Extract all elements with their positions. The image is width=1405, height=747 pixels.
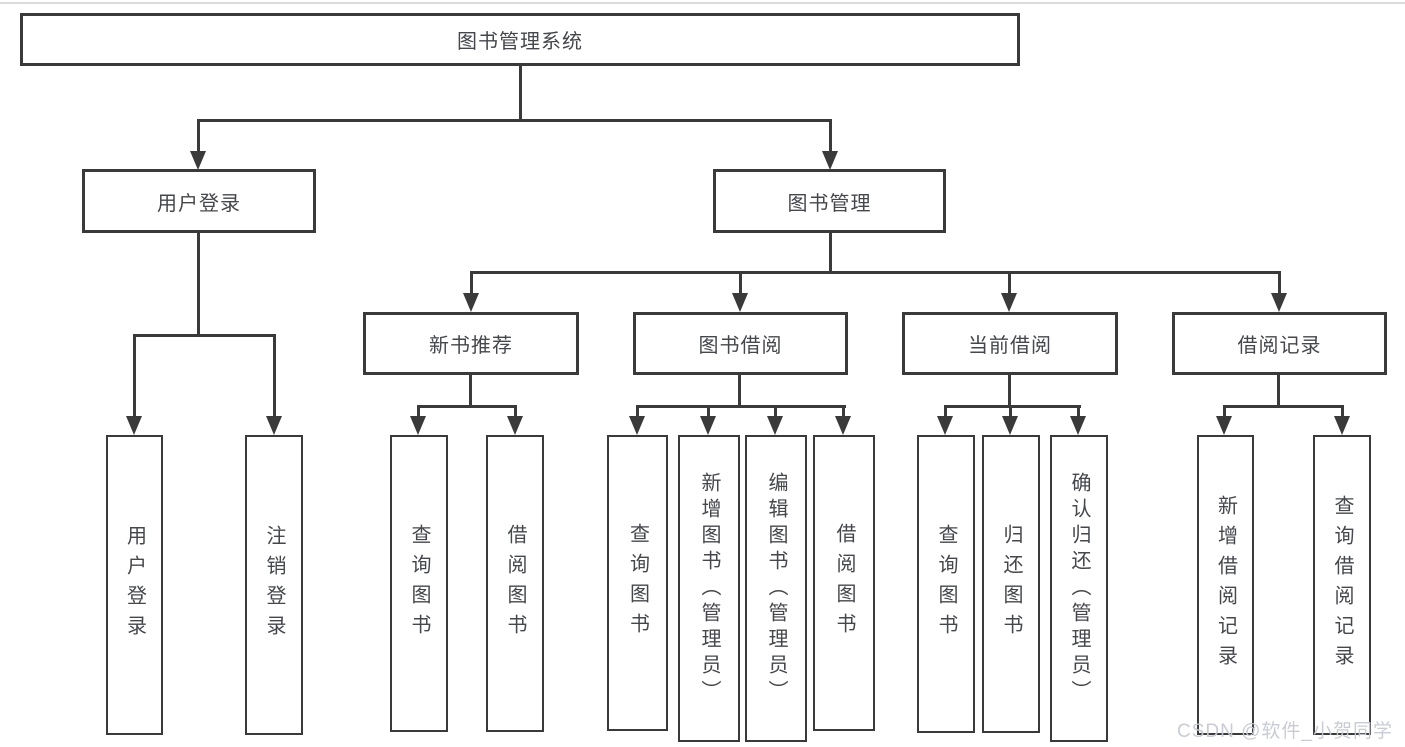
connector-line: [197, 231, 200, 337]
node-new-book-recommend: 新书推荐: [363, 312, 579, 375]
connector-line: [842, 405, 845, 419]
connector-line: [197, 119, 832, 122]
node-library-management-system: 图书管理系统: [20, 13, 1020, 66]
arrow-down-icon: [767, 416, 783, 435]
connector-line: [133, 334, 136, 418]
leaf-label: 用户登录: [123, 525, 146, 645]
connector-line: [707, 405, 710, 419]
arrow-down-icon: [1271, 293, 1287, 312]
node-label: 借阅记录: [1237, 335, 1322, 357]
arrow-down-icon: [1334, 416, 1350, 435]
connector-line: [519, 64, 522, 121]
leaf-query-books-1: 查询图书: [390, 435, 448, 732]
leaf-borrow-books-2: 借阅图书: [813, 435, 875, 731]
connector-line: [470, 271, 473, 295]
leaf-query-borrow-record: 查询借阅记录: [1313, 435, 1371, 735]
leaf-label: 确认归还（管理员）: [1068, 471, 1090, 706]
watermark: CSDN @软件_小贺同学: [1177, 721, 1393, 742]
connector-line: [1223, 405, 1226, 419]
leaf-edit-book-admin: 编辑图书（管理员）: [745, 435, 807, 742]
leaf-label: 借阅图书: [833, 523, 855, 643]
leaf-user-login: 用户登录: [106, 435, 163, 735]
node-label: 用户登录: [157, 192, 241, 215]
connector-line: [469, 373, 472, 408]
arrow-down-icon: [937, 416, 953, 435]
leaf-label: 查询图书: [408, 523, 430, 644]
node-book-management: 图书管理: [713, 169, 946, 233]
leaf-label: 编辑图书（管理员）: [765, 471, 787, 706]
leaf-label: 归还图书: [1000, 524, 1022, 644]
leaf-confirm-return-admin: 确认归还（管理员）: [1050, 435, 1108, 742]
leaf-label: 注销登录: [263, 525, 285, 645]
top-divider: [0, 2, 1405, 4]
leaf-label: 新增借阅记录: [1214, 495, 1237, 675]
arrow-down-icon: [190, 151, 206, 170]
arrow-down-icon: [507, 416, 523, 435]
connector-line: [1277, 373, 1280, 408]
connector-line: [273, 334, 276, 418]
arrow-down-icon: [835, 416, 851, 435]
connector-line: [774, 405, 777, 419]
leaf-label: 借阅图书: [504, 523, 526, 644]
arrow-down-icon: [732, 293, 748, 312]
connector-line: [1278, 271, 1281, 295]
leaf-label: 新增图书（管理员）: [698, 471, 720, 706]
connector-line: [636, 405, 846, 408]
arrow-down-icon: [1216, 416, 1232, 435]
connector-line: [829, 119, 832, 152]
arrow-down-icon: [463, 293, 479, 312]
connector-line: [417, 405, 420, 419]
leaf-label: 查询借阅记录: [1331, 495, 1353, 675]
connector-line: [1341, 405, 1344, 419]
connector-line: [739, 271, 742, 295]
leaf-return-book: 归还图书: [982, 435, 1040, 733]
connector-line: [417, 405, 517, 408]
leaf-borrow-books-1: 借阅图书: [486, 435, 544, 732]
node-current-borrowing: 当前借阅: [902, 312, 1118, 375]
connector-line: [636, 405, 639, 419]
leaf-query-books-3: 查询图书: [917, 435, 975, 733]
arrow-down-icon: [1070, 416, 1086, 435]
arrow-down-icon: [1001, 293, 1017, 312]
node-user-login: 用户登录: [82, 169, 316, 233]
arrow-down-icon: [126, 416, 142, 435]
node-book-borrowing: 图书借阅: [633, 312, 848, 375]
connector-line: [1077, 405, 1080, 419]
node-label: 图书管理系统: [457, 31, 583, 53]
leaf-add-borrow-record: 新增借阅记录: [1197, 435, 1254, 735]
connector-line: [1009, 405, 1012, 419]
connector-line: [514, 405, 517, 419]
connector-line: [944, 405, 1081, 408]
arrow-down-icon: [700, 416, 716, 435]
leaf-label: 查询图书: [935, 524, 957, 644]
node-label: 图书管理: [787, 192, 872, 215]
connector-line: [470, 271, 1281, 274]
connector-line: [944, 405, 947, 419]
leaf-logout: 注销登录: [245, 435, 303, 735]
node-label: 当前借阅: [968, 335, 1052, 357]
node-label: 新书推荐: [429, 335, 513, 357]
arrow-down-icon: [1002, 416, 1018, 435]
connector-line: [133, 334, 276, 337]
connector-line: [197, 119, 200, 152]
node-label: 图书借阅: [698, 335, 783, 357]
connector-line: [829, 231, 832, 274]
arrow-down-icon: [629, 416, 645, 435]
leaf-query-books-2: 查询图书: [607, 435, 668, 731]
leaf-label: 查询图书: [626, 523, 649, 643]
arrow-down-icon: [266, 416, 282, 435]
connector-line: [1223, 405, 1344, 408]
arrow-down-icon: [410, 416, 426, 435]
leaf-add-book-admin: 新增图书（管理员）: [678, 435, 740, 742]
connector-line: [1008, 373, 1011, 408]
arrow-down-icon: [822, 151, 838, 170]
connector-line: [1008, 271, 1011, 295]
node-borrowing-records: 借阅记录: [1172, 312, 1387, 375]
connector-line: [738, 373, 741, 408]
